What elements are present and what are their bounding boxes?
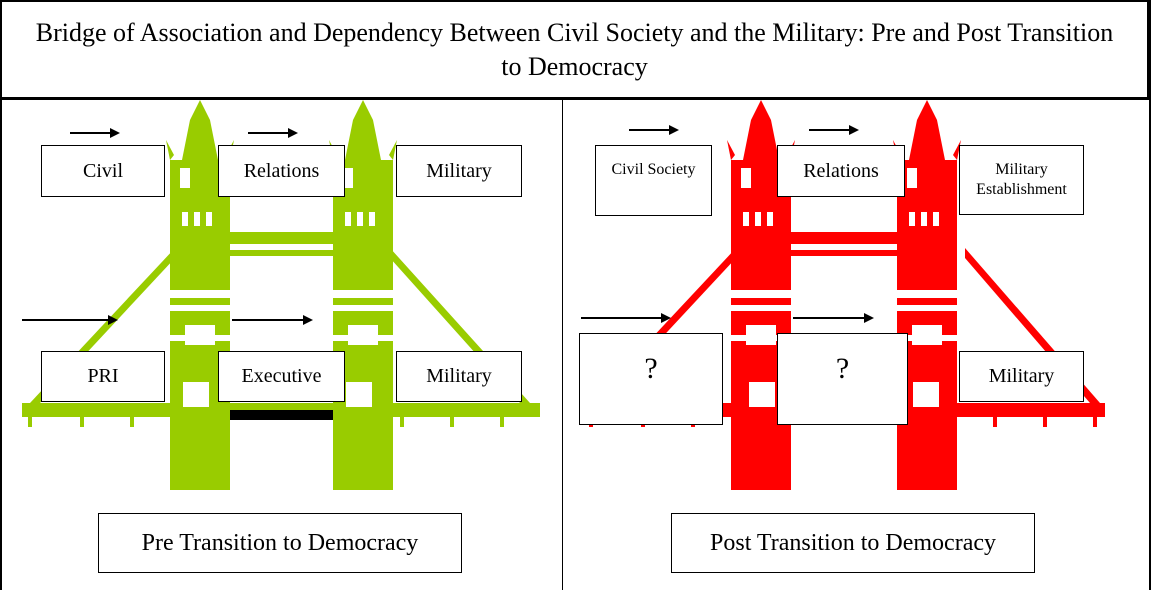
- arrow-icon: [864, 313, 874, 323]
- title-box: Bridge of Association and Dependency Bet…: [0, 0, 1149, 100]
- arrow-icon: [661, 313, 671, 323]
- pre-bridge-windows: [170, 168, 393, 407]
- arrow-icon: [110, 128, 120, 138]
- post-label-unknown-2: ?: [777, 333, 908, 425]
- arrow-icon: [303, 315, 313, 325]
- arrow-icon: [669, 125, 679, 135]
- panel-divider: [562, 100, 563, 590]
- post-caption: Post Transition to Democracy: [671, 513, 1035, 573]
- pre-label-military-top: Military: [396, 145, 522, 197]
- pre-transition-panel: Civil Relations Military PRI Executive M…: [0, 100, 562, 590]
- pre-label-civil: Civil: [41, 145, 165, 197]
- pre-label-military-bottom: Military: [396, 351, 522, 402]
- pre-label-pri: PRI: [41, 351, 165, 402]
- arrow-icon: [108, 315, 118, 325]
- pre-label-executive: Executive: [218, 351, 345, 402]
- post-label-relations: Relations: [777, 145, 905, 197]
- post-bridge-windows: [731, 168, 957, 407]
- pre-arrows: [22, 128, 313, 325]
- pre-label-relations: Relations: [218, 145, 345, 197]
- arrow-icon: [849, 125, 859, 135]
- figure-title: Bridge of Association and Dependency Bet…: [35, 17, 1114, 81]
- post-arrows: [581, 125, 874, 323]
- post-label-civil-society: Civil Society: [595, 145, 712, 216]
- post-label-unknown-1: ?: [579, 333, 723, 425]
- pre-caption: Pre Transition to Democracy: [98, 513, 462, 573]
- post-transition-panel: Civil Society Relations Military Establi…: [563, 100, 1149, 590]
- post-label-military-bottom: Military: [959, 351, 1084, 402]
- post-label-military-establishment: Military Establishment: [959, 145, 1084, 215]
- pre-bridge-road: [230, 410, 333, 420]
- arrow-icon: [288, 128, 298, 138]
- pre-bridge-illustration: [22, 100, 540, 490]
